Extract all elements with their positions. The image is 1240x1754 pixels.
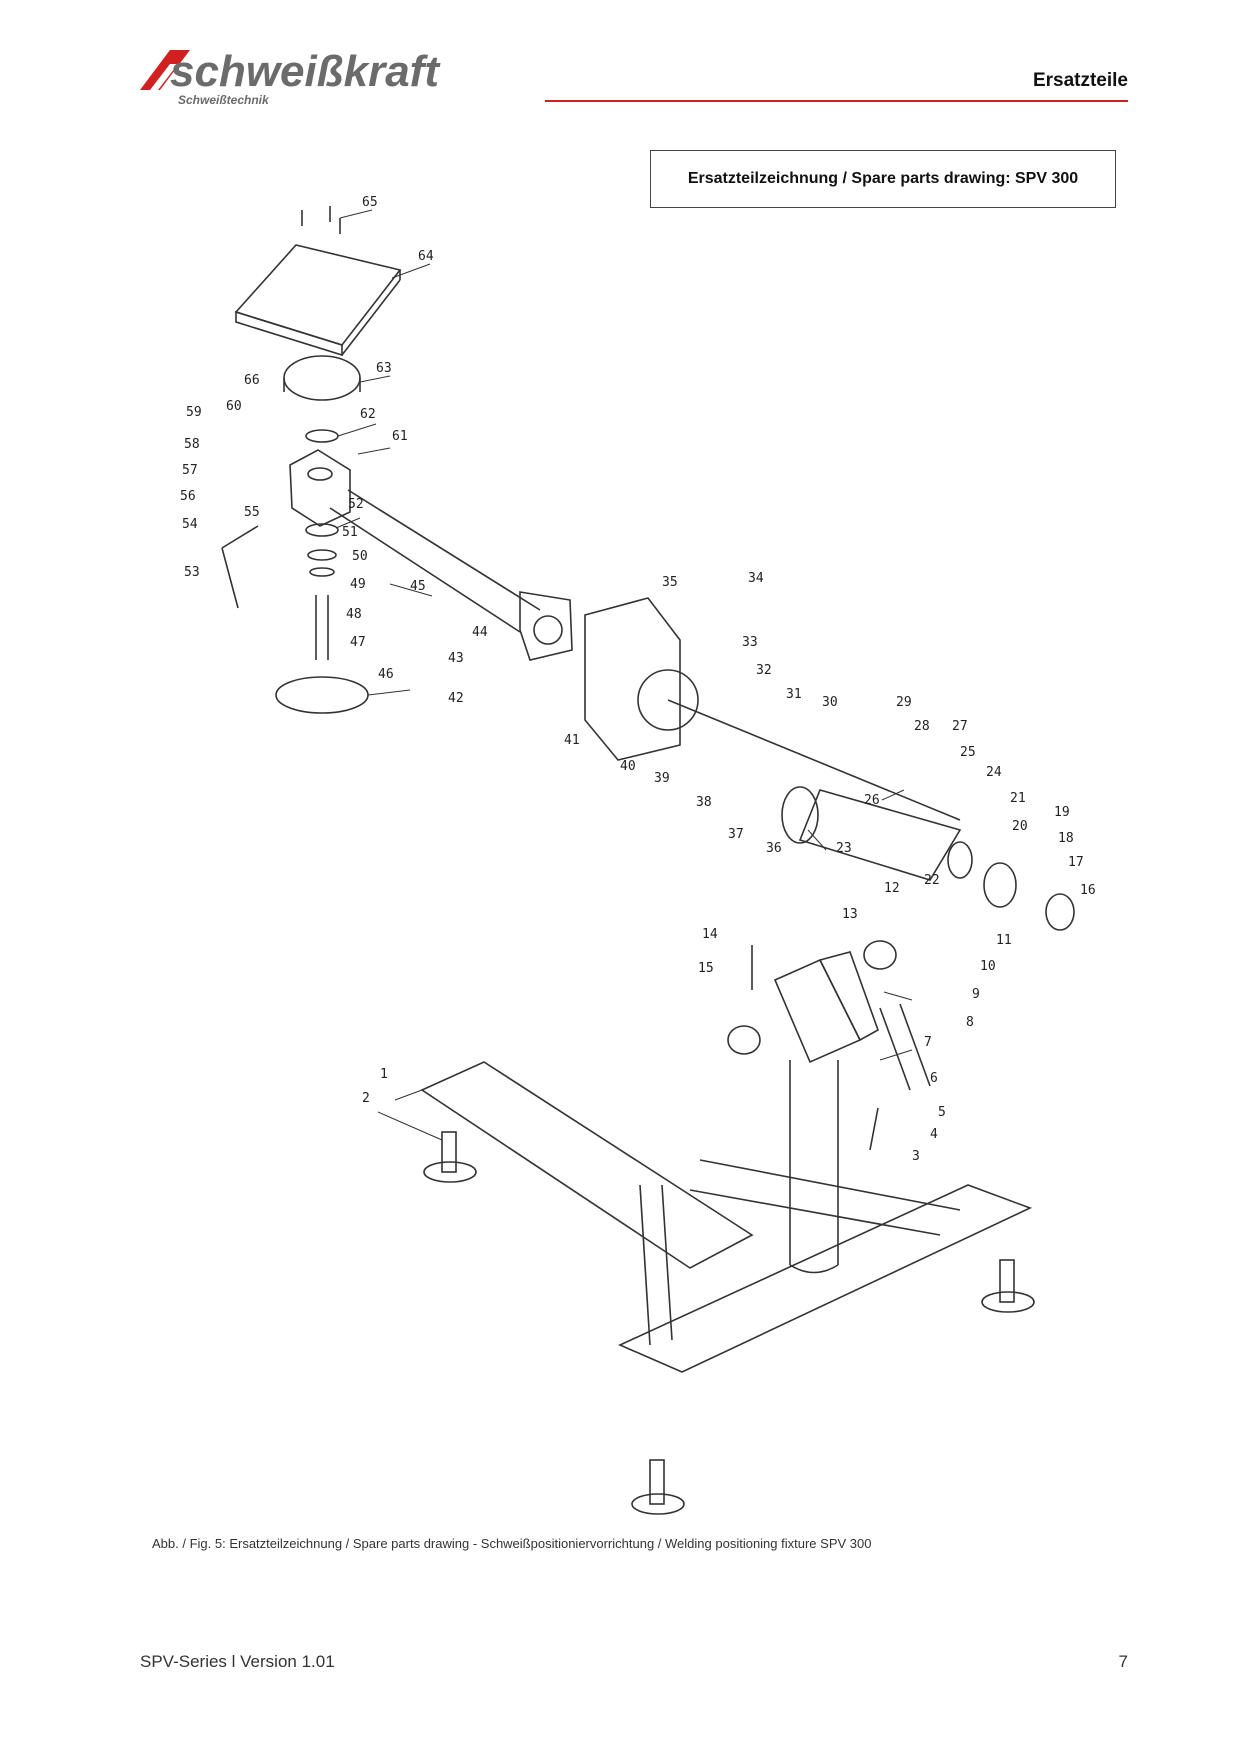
part-label: 18 [1058, 831, 1074, 846]
part-label: 22 [924, 873, 940, 888]
part-label: 8 [966, 1015, 974, 1030]
part-label: 29 [896, 695, 912, 710]
part-number-labels: 1 2 3 4 5 6 7 8 9 10 11 12 13 14 15 16 1… [180, 195, 1096, 1164]
part-label: 10 [980, 959, 996, 974]
part-label: 33 [742, 635, 758, 650]
part-label: 59 [186, 405, 202, 420]
part-label: 5 [938, 1105, 946, 1120]
part-label: 12 [884, 881, 900, 896]
part-label: 66 [244, 373, 260, 388]
part-label: 14 [702, 927, 718, 942]
part-label: 26 [864, 793, 880, 808]
part-label: 56 [180, 489, 196, 504]
brand-name: schweißkraft [170, 47, 441, 96]
part-label: 31 [786, 687, 802, 702]
part-label: 61 [392, 429, 408, 444]
part-label: 65 [362, 195, 378, 210]
footer-page-number: 7 [1118, 1652, 1128, 1671]
part-label: 7 [924, 1035, 932, 1050]
part-label: 6 [930, 1071, 938, 1086]
part-label: 41 [564, 733, 580, 748]
footer-series-version: SPV-Series l Version 1.01 [140, 1652, 335, 1671]
part-label: 11 [996, 933, 1012, 948]
part-label: 60 [226, 399, 242, 414]
logo-mark-icon [140, 50, 190, 90]
part-label: 23 [836, 841, 852, 856]
part-label: 43 [448, 651, 464, 666]
part-label: 32 [756, 663, 772, 678]
part-label: 44 [472, 625, 488, 640]
part-label: 63 [376, 361, 392, 376]
part-label: 35 [662, 575, 678, 590]
part-label: 54 [182, 517, 198, 532]
brand-logo: schweißkraft Schweißtechnik [140, 47, 441, 107]
section-title: Ersatzteile [1032, 70, 1128, 91]
part-label: 21 [1010, 791, 1026, 806]
part-label: 50 [352, 549, 368, 564]
part-label: 15 [698, 961, 714, 976]
header-rule [545, 100, 1128, 102]
part-label: 9 [972, 987, 980, 1002]
drawing-linework [221, 206, 1075, 1515]
part-label: 42 [448, 691, 464, 706]
brand-subtitle: Schweißtechnik [178, 93, 270, 107]
drawing-title: Ersatzteilzeichnung / Spare parts drawin… [687, 170, 1079, 187]
figure-caption: Abb. / Fig. 5: Ersatzteilzeichnung / Spa… [152, 1536, 872, 1551]
part-label: 47 [350, 635, 366, 650]
part-label: 34 [748, 571, 764, 586]
part-label: 37 [728, 827, 744, 842]
exploded-parts-drawing: 1 2 3 4 5 6 7 8 9 10 11 12 13 14 15 16 1… [180, 195, 1096, 1515]
part-label: 36 [766, 841, 782, 856]
part-label: 17 [1068, 855, 1084, 870]
part-label: 51 [342, 525, 358, 540]
part-label: 16 [1080, 883, 1096, 898]
part-label: 1 [380, 1067, 388, 1082]
part-label: 13 [842, 907, 858, 922]
part-label: 25 [960, 745, 976, 760]
part-label: 20 [1012, 819, 1028, 834]
part-label: 28 [914, 719, 930, 734]
part-label: 55 [244, 505, 260, 520]
part-label: 19 [1054, 805, 1070, 820]
part-label: 38 [696, 795, 712, 810]
part-label: 52 [348, 497, 364, 512]
part-label: 49 [350, 577, 366, 592]
part-label: 48 [346, 607, 362, 622]
part-label: 2 [362, 1091, 370, 1106]
part-label: 4 [930, 1127, 938, 1142]
part-label: 64 [418, 249, 434, 264]
part-label: 46 [378, 667, 394, 682]
leader-lines [335, 209, 913, 1141]
part-label: 24 [986, 765, 1002, 780]
part-label: 40 [620, 759, 636, 774]
part-label: 30 [822, 695, 838, 710]
part-label: 62 [360, 407, 376, 422]
part-label: 58 [184, 437, 200, 452]
drawing-title-box: Ersatzteilzeichnung / Spare parts drawin… [650, 150, 1116, 208]
part-label: 57 [182, 463, 198, 478]
part-label: 27 [952, 719, 968, 734]
part-label: 39 [654, 771, 670, 786]
part-label: 3 [912, 1149, 920, 1164]
part-label: 53 [184, 565, 200, 580]
part-label: 45 [410, 579, 426, 594]
